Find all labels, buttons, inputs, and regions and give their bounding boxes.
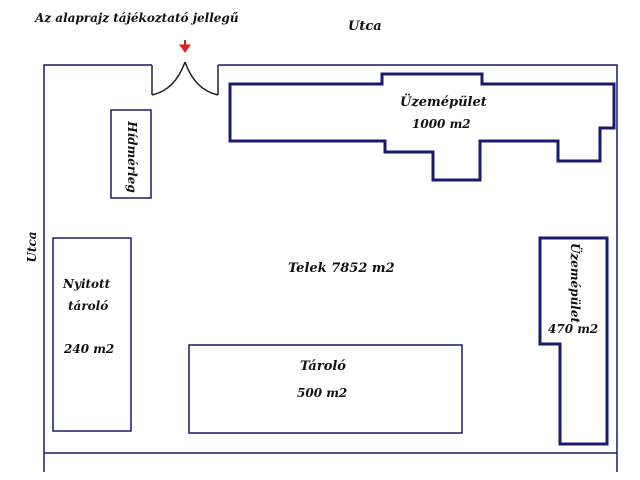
storage-area: 500 m2 [297, 386, 348, 400]
side-plant-name-text: Üzemépület [568, 242, 582, 324]
plot-label: Telek 7852 m2 [288, 261, 395, 276]
side-plant-building [538, 236, 609, 446]
scale-name-text: Hídmérleg [125, 121, 139, 193]
street-label-left: Utca [25, 227, 40, 267]
street-left-text: Utca [25, 231, 39, 263]
open-storage-area: 240 m2 [64, 342, 115, 356]
open-storage-name-2: tároló [68, 299, 109, 313]
side-plant-area: 470 m2 [548, 322, 599, 336]
storage-name: Tároló [300, 359, 346, 374]
street-label-top: Utca [348, 19, 382, 34]
open-storage-building [52, 237, 132, 432]
open-storage-name-1: Nyitott [63, 277, 111, 291]
double-gate-icon [151, 61, 219, 96]
arrow-down-icon [179, 40, 191, 53]
main-plant-area: 1000 m2 [412, 117, 471, 131]
storage-building [188, 344, 463, 434]
main-plant-building [228, 72, 616, 182]
disclaimer-note: Az alaprajz tájékoztató jellegű [35, 11, 239, 25]
scale-building [110, 109, 152, 199]
scale-name: Hídmérleg [124, 112, 139, 202]
side-plant-name: Üzemépület [567, 241, 582, 325]
main-plant-name: Üzemépület [400, 95, 487, 110]
plot-boundary [43, 64, 618, 472]
